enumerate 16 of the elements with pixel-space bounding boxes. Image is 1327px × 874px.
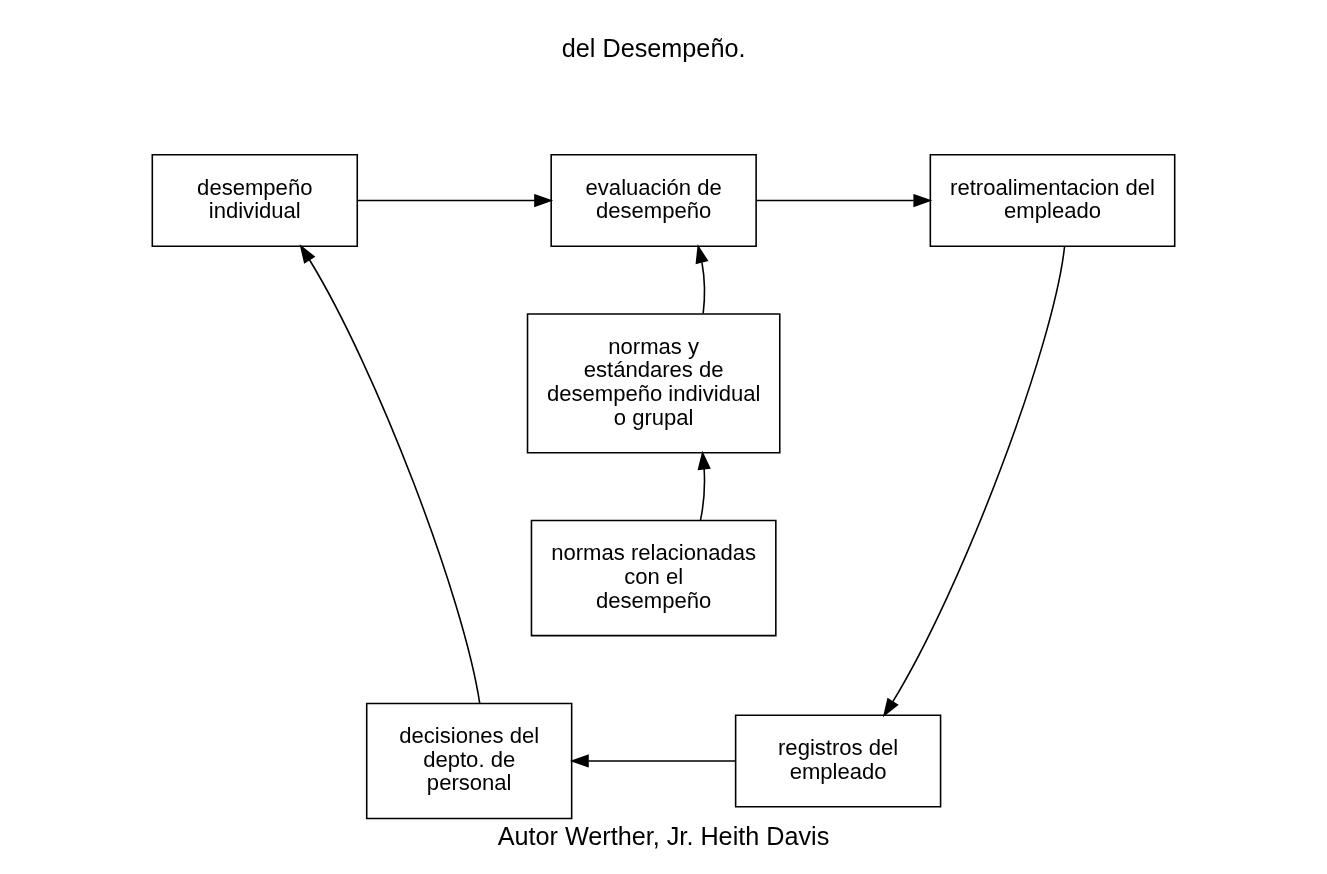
caption: Autor Werther, Jr. Heith Davis <box>497 822 830 851</box>
arrow <box>697 450 711 521</box>
node-box: normas relacionadas con el desempeño <box>530 519 777 637</box>
node-box: evaluación de desempeño <box>550 154 757 248</box>
arrow <box>755 193 933 208</box>
node-box: retroalimentacion del empleado <box>929 154 1176 248</box>
node-box: desempeño individual <box>151 154 359 248</box>
arrow <box>569 754 737 768</box>
arrow <box>882 245 1066 718</box>
node-box: registros del empleado <box>734 714 942 808</box>
arrow <box>299 244 481 705</box>
diagram-title: del Desempeño. <box>561 33 746 62</box>
node-box: normas y estándares de desempeño individual o grupal <box>526 313 781 454</box>
node-box: decisiones del depto. de personal <box>365 702 573 820</box>
arrow <box>695 244 709 315</box>
arrow <box>356 193 554 208</box>
